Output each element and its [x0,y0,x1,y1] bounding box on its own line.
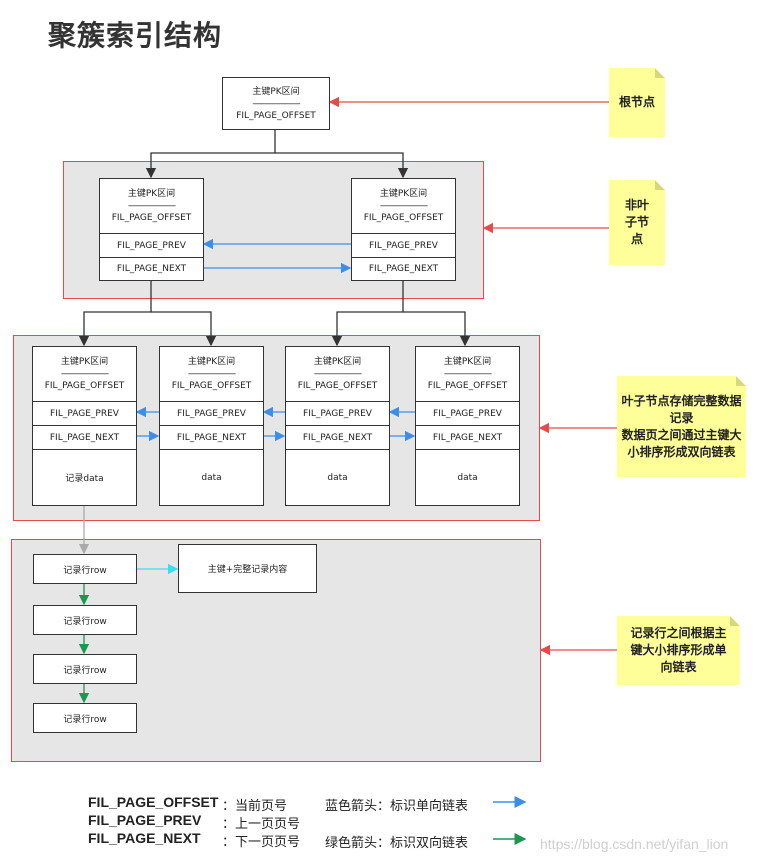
legend-green-label: 绿色箭头：标识双向链表 [325,836,469,851]
page-prev: FIL_PAGE_PREV [416,401,519,425]
leaf-node: 主键PK区间 --------------------- FIL_PAGE_OFFS… [415,346,520,506]
page-next: FIL_PAGE_NEXT [160,425,263,449]
legend-key: FIL_PAGE_PREV [88,812,202,828]
separator: --------------------- [60,369,109,379]
separator: --------------------- [252,98,300,109]
page-offset: FIL_PAGE_OFFSET [236,110,316,121]
legend-next-desc: ：下一页页号 [222,835,301,850]
note-text: 非叶子节点 [624,198,649,246]
nonleaf-node: 主键PK区间 --------------------- FIL_PAGE_OFFS… [351,178,456,281]
record-row: 记录行row [33,654,137,684]
page-offset: FIL_PAGE_OFFSET [363,213,444,223]
row-content-box: 主键+完整记录内容 [178,544,317,593]
note-row: 记录行之间根据主键大小排序形成单向链表 [617,616,740,685]
page-offset: FIL_PAGE_OFFSET [427,381,508,391]
leaf-node: 主键PK区间 --------------------- FIL_PAGE_OFFS… [32,346,137,506]
note-text: 叶子节点存储完整数据记录 数据页之间通过主键大小排序形成双向链表 [621,393,742,459]
nonleaf-node: 主键PK区间 --------------------- FIL_PAGE_OFFS… [99,178,204,281]
page-offset: FIL_PAGE_OFFSET [297,381,378,391]
record-row: 记录行row [33,554,137,584]
page-data: 记录data [33,449,136,505]
page-next: FIL_PAGE_NEXT [286,425,389,449]
separator: --------------------- [127,201,176,211]
page-title: 聚簇索引结构 [48,19,223,52]
legend-key: FIL_PAGE_OFFSET [88,794,219,810]
separator: --------------------- [187,369,236,379]
pk-range: 主键PK区间 [60,357,109,367]
tree-edge [145,129,276,179]
pk-range: 主键PK区间 [379,189,428,199]
page-data: data [286,449,389,505]
separator: --------------------- [379,201,428,211]
watermark: https://blog.csdn.net/yifan_lion [540,836,729,852]
leaf-node: 主键PK区间 --------------------- FIL_PAGE_OFFS… [159,346,264,506]
legend-offset-desc: ：当前页号 [222,799,288,814]
page-data: data [416,449,519,505]
note-root: 根节点 [609,68,665,137]
pk-range: 主键PK区间 [313,357,362,367]
page-next: FIL_PAGE_NEXT [416,425,519,449]
legend-key: FIL_PAGE_NEXT [88,830,201,846]
separator: --------------------- [313,369,362,379]
record-row: 记录行row [33,605,137,635]
note-text: 根节点 [618,95,655,109]
legend-next: FIL_PAGE_NEXT [88,830,201,847]
page-prev: FIL_PAGE_PREV [286,401,389,425]
root-node: 主键PK区间---------------------FIL_PAGE_OFFS… [222,77,330,130]
record-row: 记录行row [33,703,137,733]
page-prev: FIL_PAGE_PREV [352,233,455,257]
note-leaf: 叶子节点存储完整数据记录 数据页之间通过主键大小排序形成双向链表 [617,376,746,477]
page-data: data [160,449,263,505]
pk-range: 主键PK区间 [187,357,236,367]
page-prev: FIL_PAGE_PREV [160,401,263,425]
page-next: FIL_PAGE_NEXT [352,257,455,280]
leaf-node: 主键PK区间 --------------------- FIL_PAGE_OFFS… [285,346,390,506]
legend-prev: FIL_PAGE_PREV [88,812,201,829]
pk-range: 主键PK区间 [252,86,300,97]
separator: --------------------- [443,369,492,379]
tree-edge [275,152,409,179]
pk-range: 主键PK区间 [443,357,492,367]
note-text: 记录行之间根据主键大小排序形成单向链表 [630,626,727,674]
tree-edge [403,311,471,347]
page-next: FIL_PAGE_NEXT [100,257,203,280]
pk-range: 主键PK区间 [127,189,176,199]
page-prev: FIL_PAGE_PREV [100,233,203,257]
tree-edge [331,280,404,347]
page-offset: FIL_PAGE_OFFSET [44,381,125,391]
legend-prev-desc: ：上一页页号 [222,817,301,832]
legend-offset: FIL_PAGE_OFFSET [88,794,218,811]
tree-edge [78,280,152,347]
page-next: FIL_PAGE_NEXT [33,425,136,449]
legend-blue-label: 蓝色箭头：标识单向链表 [325,799,469,814]
page-offset: FIL_PAGE_OFFSET [111,213,192,223]
note-nonleaf: 非叶子节点 [609,180,665,265]
page-offset: FIL_PAGE_OFFSET [171,381,252,391]
page-prev: FIL_PAGE_PREV [33,401,136,425]
tree-edge [151,311,217,347]
